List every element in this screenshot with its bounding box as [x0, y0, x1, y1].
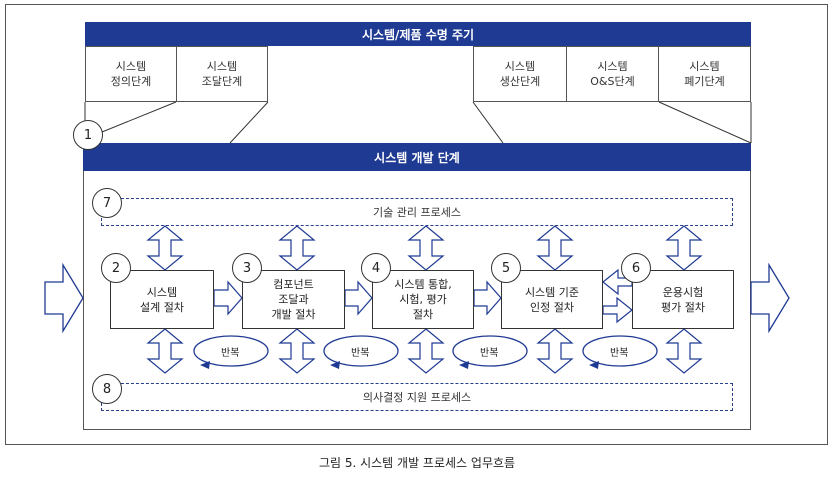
procedure-operational-test: 운용시험 평가 절차	[632, 270, 734, 329]
iteration-label-2: 반복	[351, 348, 370, 359]
iteration-ellipse-2	[323, 335, 399, 367]
connector-disposal	[658, 101, 752, 144]
step-number-3: 3	[232, 253, 262, 283]
procedure-integration-test: 시스템 통합, 시험, 평가 절차	[372, 270, 474, 329]
iteration-arrowhead-2	[330, 361, 340, 369]
step-number-5: 5	[491, 253, 521, 283]
vertical-arrow-bottom-4	[536, 328, 574, 374]
vertical-arrow-bottom-3	[407, 328, 445, 374]
iteration-label-1: 반복	[221, 348, 240, 359]
flow-arrow-5	[602, 296, 633, 324]
lifecycle-stage-definition: 시스템 정의단계	[85, 46, 177, 102]
vertical-arrow-top-4	[536, 225, 574, 271]
procedure-component-procurement: 컴포넌트 조달과 개발 절차	[242, 270, 345, 329]
iteration-arrowhead-3	[459, 361, 469, 369]
iteration-arrowhead-1	[200, 361, 210, 369]
iteration-ellipse-1	[193, 335, 269, 367]
step-number-1: 1	[73, 120, 103, 150]
procedure-system-design: 시스템 설계 절차	[110, 270, 214, 329]
iteration-ellipse-4	[582, 335, 658, 367]
lifecycle-stage-production: 시스템 생산단계	[473, 46, 567, 102]
figure-caption: 그림 5. 시스템 개발 프로세스 업무흐름	[318, 456, 516, 470]
decision-support-process: 의사결정 지원 프로세스	[101, 383, 733, 411]
vertical-arrow-top-1	[146, 225, 184, 271]
flow-arrow-2	[344, 280, 373, 316]
step-number-7: 7	[92, 188, 122, 218]
connector-definition	[101, 101, 177, 133]
step-number-6: 6	[621, 253, 651, 283]
iteration-label-3: 반복	[480, 348, 499, 359]
connector-procurement	[229, 101, 269, 144]
vertical-arrow-bottom-2	[278, 328, 316, 374]
lifecycle-stage-disposal: 시스템 폐기단계	[658, 46, 751, 102]
vertical-arrow-bottom-5	[665, 328, 703, 374]
flow-arrow-1	[213, 280, 243, 316]
output-arrow	[750, 262, 790, 334]
iteration-label-4: 반복	[610, 348, 629, 359]
dev-phase-title: 시스템 개발 단계	[83, 143, 751, 171]
figure-frame	[5, 4, 828, 445]
vertical-arrow-bottom-1	[146, 328, 184, 374]
vertical-arrow-top-2	[278, 225, 316, 271]
iteration-arrowhead-4	[589, 361, 599, 369]
step-number-2: 2	[101, 253, 131, 283]
lifecycle-stage-os: 시스템 O&S단계	[566, 46, 659, 102]
connector-production	[472, 101, 504, 144]
lifecycle-title: 시스템/제품 수명 주기	[85, 22, 751, 46]
vertical-arrow-top-3	[407, 225, 445, 271]
input-arrow	[44, 262, 84, 334]
vertical-arrow-top-5	[665, 225, 703, 271]
flow-arrow-3	[473, 280, 502, 316]
lifecycle-stage-procurement: 시스템 조달단계	[176, 46, 268, 102]
step-number-4: 4	[361, 253, 391, 283]
step-number-8: 8	[92, 374, 122, 404]
procedure-baseline-approval: 시스템 기준 인정 절차	[501, 270, 603, 329]
technical-management-process: 기술 관리 프로세스	[101, 198, 733, 226]
iteration-ellipse-3	[452, 335, 528, 367]
